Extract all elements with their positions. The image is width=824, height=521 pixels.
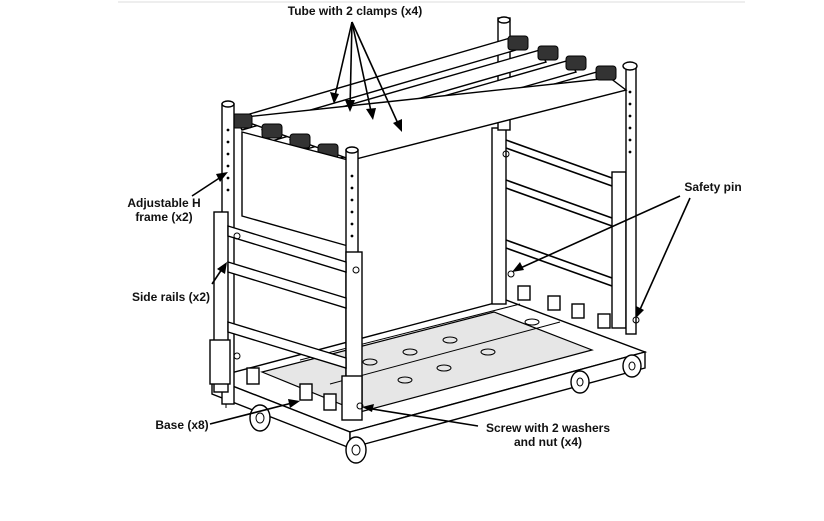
label-safety-pin: Safety pin <box>684 180 741 194</box>
label-tube: Tube with 2 clamps (x4) <box>288 4 422 18</box>
label-screw-line2: and nut (x4) <box>514 435 582 449</box>
callout-arrows <box>191 21 691 427</box>
callout-labels: Tube with 2 clamps (x4) Adjustable H fra… <box>127 4 741 449</box>
base-cups <box>246 285 611 411</box>
label-base: Base (x8) <box>155 418 208 432</box>
left-h-frame <box>209 90 632 421</box>
label-side-rails: Side rails (x2) <box>132 290 210 304</box>
label-h-frame-line1: Adjustable H <box>127 196 200 210</box>
label-h-frame-line2: frame (x2) <box>135 210 192 224</box>
label-screw-line1: Screw with 2 washers <box>486 421 610 435</box>
top-tubes <box>231 35 638 163</box>
caster-wheels <box>225 354 642 464</box>
safety-pins <box>233 150 640 410</box>
